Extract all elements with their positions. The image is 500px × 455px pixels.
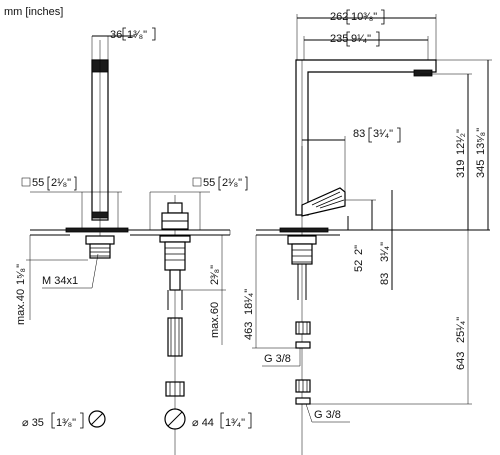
outlet-height-mm: 319 <box>455 160 467 178</box>
spout-width-mm: 36 <box>110 29 122 41</box>
spout-reach-mm: 235 <box>330 33 348 45</box>
middle-flange <box>159 235 191 243</box>
spout-mark <box>91 211 109 219</box>
hose-length-inch: 25¹⁄₄" <box>455 317 467 343</box>
front-base-mm: 55 <box>32 177 44 189</box>
side-nut <box>291 243 313 265</box>
hose-length-mm: 643 <box>455 352 467 370</box>
bracket-open <box>122 27 126 41</box>
square-symbol <box>192 177 202 187</box>
mount-nut <box>89 243 111 259</box>
overall-reach-inch: 10³⁄₈" <box>351 11 377 23</box>
side-flange <box>287 235 317 245</box>
front-diameter-mm: ⌀ 35 <box>22 417 44 429</box>
lever-height-mm: 83 <box>379 273 391 285</box>
overall-reach-mm: 262 <box>330 11 348 23</box>
middle-max-mm: max.60 <box>209 302 221 338</box>
front-max-inch: 1⁵⁄₈" <box>15 264 27 285</box>
spout-aerator <box>413 69 433 77</box>
total-height-mm: 345 <box>475 160 487 178</box>
side-deck-plate <box>279 227 329 233</box>
middle-stem <box>169 269 181 291</box>
below-deck-mm: 463 <box>243 322 255 340</box>
side-view: 262 10³⁄₈" 235 9¹⁄₄" 83 3¹⁄₄" <box>243 9 492 455</box>
thread-label: M 34x1 <box>42 275 78 287</box>
spout-body <box>295 59 437 216</box>
units-label: mm [inches] <box>4 6 63 18</box>
middle-diameter-mm: ⌀ 44 <box>192 417 214 429</box>
lever-height-inch: 3¹⁄₄" <box>379 242 391 262</box>
front-diameter-inch: 1³⁄₈" <box>56 417 76 429</box>
below-deck-inch: 18¹⁄₄" <box>243 289 255 315</box>
front-base-inch: 2¹⁄₈" <box>51 177 71 189</box>
handle-height-inch: 2" <box>353 245 365 255</box>
spout-reach-inch: 9¹⁄₄" <box>351 33 371 45</box>
mount-flange <box>85 235 115 245</box>
middle-max-inch: 2³⁄₈" <box>209 265 221 285</box>
handle-top <box>167 202 183 214</box>
outlet-height-inch: 12¹⁄₂" <box>455 129 467 155</box>
connection-1: G 3/8 <box>264 353 291 365</box>
middle-diameter-inch: 1³⁄₄" <box>225 417 245 429</box>
bracket-close <box>152 27 156 41</box>
middle-body <box>164 241 186 271</box>
front-view: 36 1³⁄₈" 55 2¹⁄₈" M 34x1 <box>15 27 156 429</box>
total-height-inch: 13⁵⁄₈" <box>475 128 487 155</box>
middle-base-inch: 2¹⁄₈" <box>222 177 242 189</box>
spout-width-inch: 1³⁄₈" <box>127 29 147 41</box>
hose-nut-2 <box>295 397 311 405</box>
hose-nut-1 <box>295 341 311 349</box>
handle-length-inch: 3¹⁄₄" <box>373 128 393 140</box>
front-max-mm: max.40 <box>15 289 27 325</box>
middle-base-mm: 55 <box>203 177 215 189</box>
middle-view: 55 2¹⁄₈" max.60 2³⁄₈" <box>130 176 252 455</box>
square-symbol <box>21 177 31 187</box>
connection-2: G 3/8 <box>314 409 341 421</box>
deck-plate <box>65 227 129 233</box>
handle-height-mm: 52 <box>353 260 365 272</box>
handle-length-mm: 83 <box>353 128 365 140</box>
